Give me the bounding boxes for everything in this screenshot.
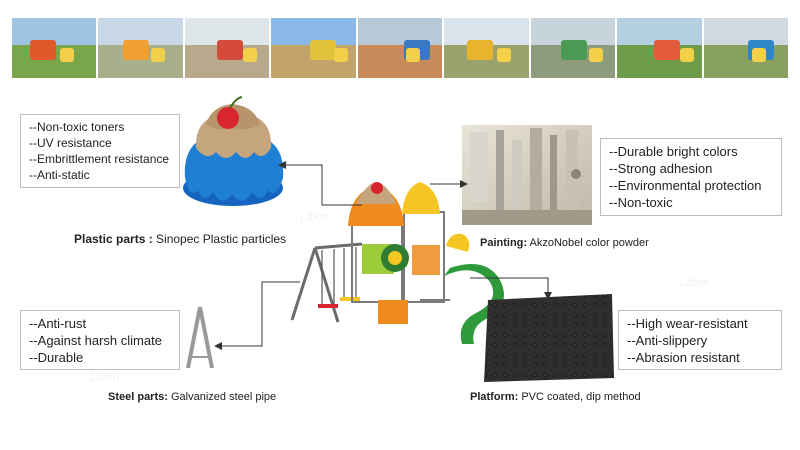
arrow-plastic bbox=[278, 161, 362, 206]
playground-photo-4 bbox=[271, 18, 356, 78]
steel-caption-value: Galvanized steel pipe bbox=[167, 391, 277, 403]
painting-caption-label: Painting: bbox=[480, 237, 528, 249]
plastic-caption-value: Sinopec Plastic particles bbox=[152, 232, 287, 246]
playground-photo-9 bbox=[703, 18, 788, 78]
playground-photo-7 bbox=[530, 18, 616, 78]
playground-set-image bbox=[290, 182, 504, 344]
photo-strip bbox=[12, 18, 788, 78]
painting-image bbox=[462, 125, 592, 225]
watermark: Liben bbox=[680, 275, 710, 289]
arrow-steel bbox=[214, 281, 300, 350]
playground-photo-1 bbox=[12, 18, 97, 78]
steel-caption-label: Steel parts: bbox=[108, 391, 168, 403]
painting-feature: --Environmental protection bbox=[609, 178, 762, 193]
platform-feature: --High wear-resistant bbox=[627, 316, 748, 331]
plastic-caption-label: Plastic parts : bbox=[74, 232, 153, 246]
arrow-platform bbox=[470, 277, 552, 300]
plastic-features-box: --Non-toxic toners --UV resistance --Emb… bbox=[20, 114, 180, 188]
plastic-part-image bbox=[183, 96, 284, 206]
painting-feature: --Strong adhesion bbox=[609, 161, 713, 176]
plastic-feature: --Anti-static bbox=[29, 168, 90, 182]
steel-feature: --Durable bbox=[29, 350, 84, 365]
platform-feature: --Anti-slippery bbox=[627, 333, 708, 348]
watermark: Liben bbox=[300, 210, 330, 224]
platform-image bbox=[484, 294, 614, 382]
painting-features-box: --Durable bright colors --Strong adhesio… bbox=[600, 138, 782, 216]
plastic-feature: --Non-toxic toners bbox=[29, 120, 125, 134]
steel-part-image bbox=[186, 306, 214, 369]
platform-feature: --Abrasion resistant bbox=[627, 350, 740, 365]
playground-photo-8 bbox=[617, 18, 702, 78]
steel-feature: --Anti-rust bbox=[29, 316, 87, 331]
playground-photo-6 bbox=[444, 18, 529, 78]
playground-photo-3 bbox=[184, 18, 270, 78]
platform-features-box: --High wear-resistant --Anti-slippery --… bbox=[618, 310, 782, 370]
steel-features-box: --Anti-rust --Against harsh climate --Du… bbox=[20, 310, 180, 370]
watermark: Liben bbox=[90, 370, 120, 384]
painting-caption-value: AkzoNobel color powder bbox=[527, 237, 649, 249]
platform-caption: Platform: PVC coated, dip method bbox=[470, 391, 641, 403]
plastic-caption: Plastic parts : Sinopec Plastic particle… bbox=[74, 232, 286, 246]
steel-feature: --Against harsh climate bbox=[29, 333, 162, 348]
plastic-feature: --UV resistance bbox=[29, 136, 112, 150]
painting-feature: --Durable bright colors bbox=[609, 144, 738, 159]
steel-caption: Steel parts: Galvanized steel pipe bbox=[108, 391, 276, 403]
platform-caption-label: Platform: bbox=[470, 391, 519, 403]
painting-caption: Painting: AkzoNobel color powder bbox=[480, 237, 649, 249]
playground-photo-2 bbox=[98, 18, 183, 78]
plastic-feature: --Embrittlement resistance bbox=[29, 152, 170, 166]
playground-photo-5 bbox=[357, 18, 443, 78]
painting-feature: --Non-toxic bbox=[609, 195, 673, 210]
platform-caption-value: PVC coated, dip method bbox=[518, 391, 641, 403]
